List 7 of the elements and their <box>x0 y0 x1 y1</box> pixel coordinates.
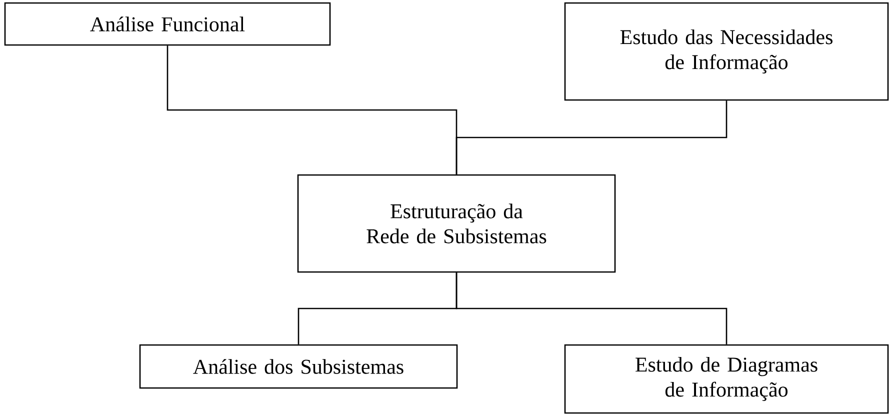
connector-line <box>456 100 728 174</box>
connector-line <box>456 272 728 344</box>
process-box: Análise dos Subsistemas <box>139 344 458 389</box>
process-box: Análise Funcional <box>4 2 331 46</box>
process-box: Estudo das Necessidades de Informação <box>564 2 889 101</box>
process-box: Estruturação da Rede de Subsistemas <box>297 174 616 273</box>
process-box: Estudo de Diagramas de Informação <box>564 344 889 414</box>
